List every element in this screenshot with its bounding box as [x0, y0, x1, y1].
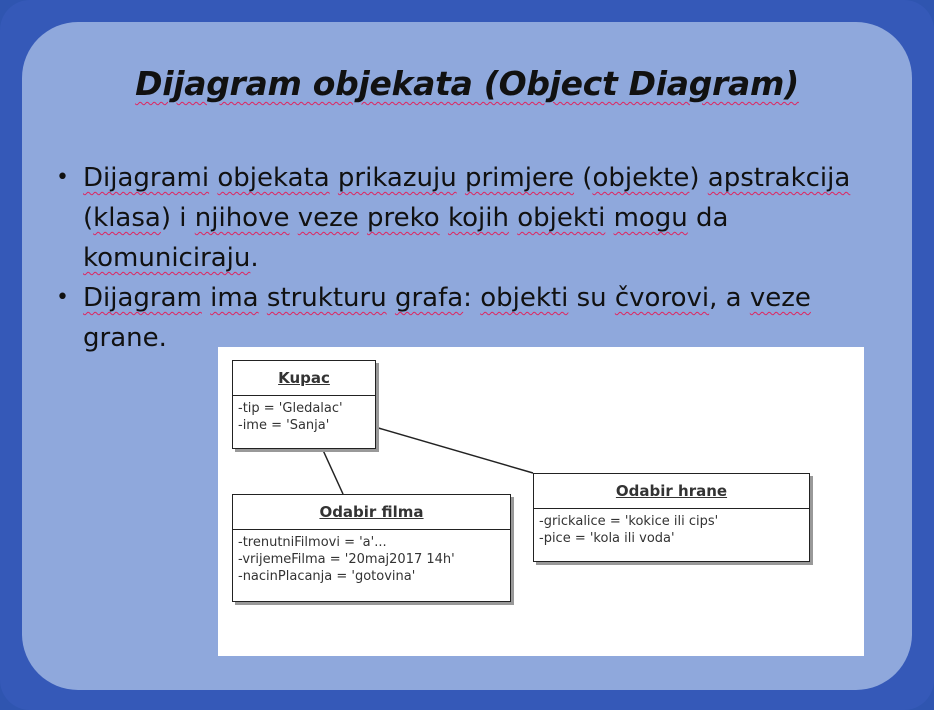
bullet-word: Dijagram — [83, 283, 202, 313]
bullet-word: objekti — [480, 283, 569, 313]
attribute: -nacinPlacanja = 'gotovina' — [238, 569, 416, 584]
bullet-word: objekti — [517, 203, 606, 233]
bullet-word: objekte — [592, 163, 690, 193]
object-odabir-hrane-attributes: -grickalice = 'kokice ili cips' -pice = … — [534, 509, 809, 547]
bullet-word: grafa — [394, 283, 464, 313]
bullet-word: veze — [749, 283, 811, 313]
object-kupac-attributes: -tip = 'Gledalac' -ime = 'Sanja' — [233, 396, 375, 434]
bullet-item-2: Dijagram ima strukturu grafa: objekti su… — [56, 278, 886, 358]
bullet-word: klasa — [93, 203, 161, 233]
attribute: -vrijemeFilma = '20maj2017 14h' — [238, 552, 455, 567]
bullet-list: Dijagrami objekata prikazuju primjere (o… — [56, 158, 886, 358]
bullet-word: primjere — [464, 163, 575, 193]
link-kupac-odabir-filma — [321, 447, 344, 495]
bullet-word: objekata — [217, 163, 330, 193]
bullet-word: čvorovi — [614, 283, 710, 313]
bullet-word: komuniciraju — [83, 243, 251, 273]
attribute: -pice = 'kola ili voda' — [539, 531, 675, 546]
attribute: -tip = 'Gledalac' — [238, 401, 343, 416]
bullet-text-1: Dijagrami objekata prikazuju primjere (o… — [83, 163, 851, 273]
diagram-links — [321, 426, 534, 495]
bullet-item-1: Dijagrami objekata prikazuju primjere (o… — [56, 158, 886, 278]
bullet-text-2: Dijagram ima strukturu grafa: objekti su… — [83, 283, 811, 353]
bullet-word: kojih — [447, 203, 509, 233]
bullet-word: Dijagrami — [83, 163, 210, 193]
link-kupac-odabir-hrane — [374, 426, 534, 474]
bullet-word: mogu — [613, 203, 688, 233]
attribute: -grickalice = 'kokice ili cips' — [539, 514, 719, 529]
bullet-word: veze — [297, 203, 359, 233]
slide-title: Dijagram objekata (Object Diagram) — [135, 64, 799, 103]
attribute: -ime = 'Sanja' — [238, 418, 330, 433]
bullet-word: preko — [367, 203, 440, 233]
object-odabir-filma: Odabir filma -trenutniFilmovi = 'a'... -… — [232, 494, 511, 602]
bullet-word: strukturu — [266, 283, 387, 313]
bullet-word: ima — [210, 283, 259, 313]
attribute: -trenutniFilmovi = 'a'... — [238, 535, 387, 550]
object-kupac-name: Kupac — [233, 361, 375, 396]
object-diagram: Kupac -tip = 'Gledalac' -ime = 'Sanja' O… — [218, 347, 864, 656]
bullet-word: prikazuju — [337, 163, 457, 193]
object-kupac: Kupac -tip = 'Gledalac' -ime = 'Sanja' — [232, 360, 376, 449]
object-odabir-hrane-name: Odabir hrane — [534, 474, 809, 509]
object-odabir-hrane: Odabir hrane -grickalice = 'kokice ili c… — [533, 473, 810, 562]
bullet-word: njihove — [194, 203, 290, 233]
object-odabir-filma-name: Odabir filma — [233, 495, 510, 530]
object-odabir-filma-attributes: -trenutniFilmovi = 'a'... -vrijemeFilma … — [233, 530, 510, 585]
bullet-word: apstrakcija — [707, 163, 851, 193]
